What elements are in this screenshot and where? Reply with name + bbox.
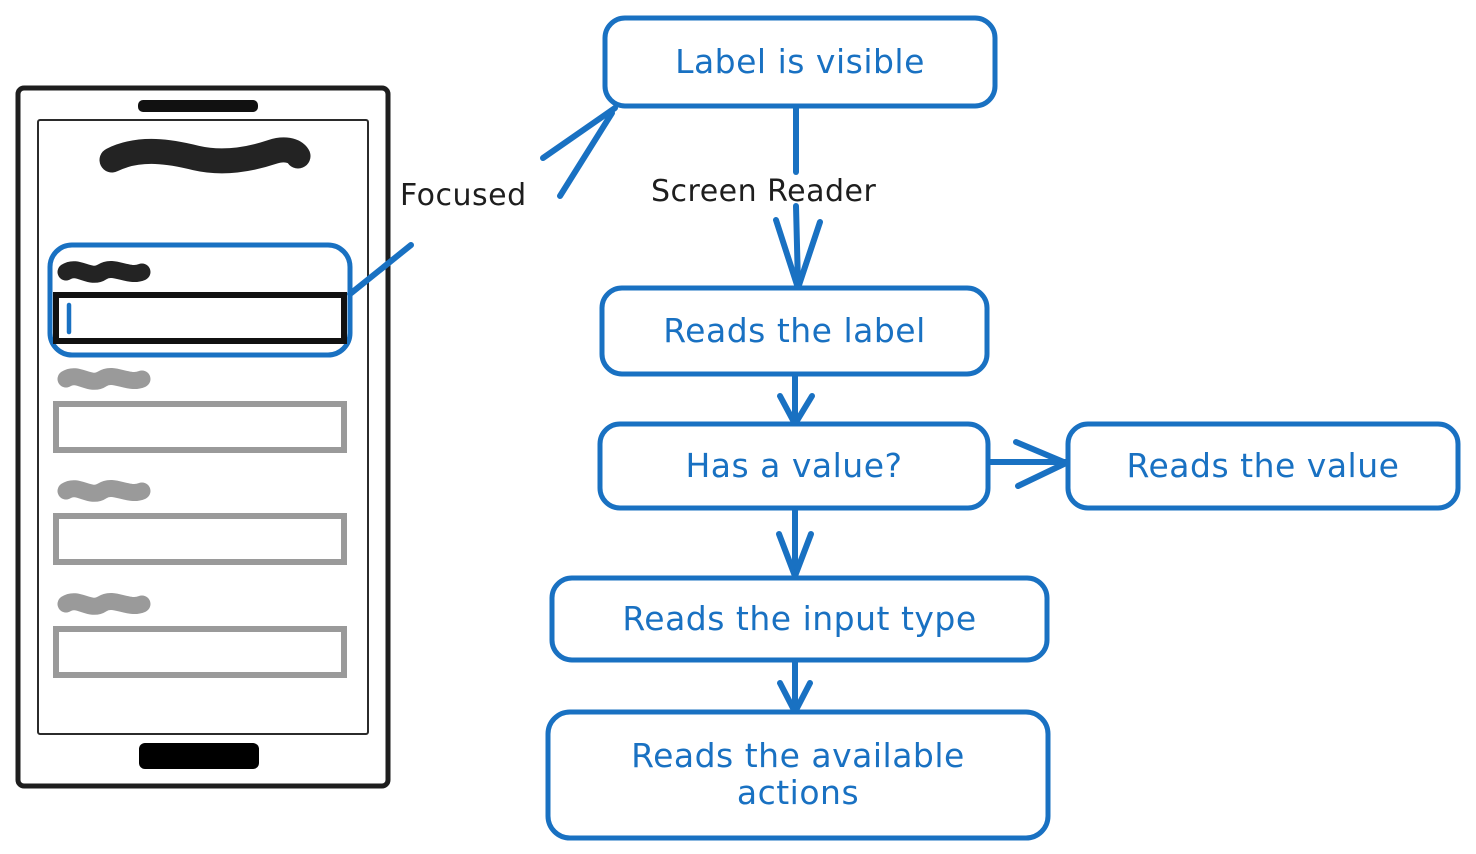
edge-label-focused: Focused — [400, 178, 527, 213]
text-input[interactable] — [53, 401, 347, 453]
node-label-visible-box[interactable] — [602, 15, 998, 109]
edge-focused — [347, 105, 618, 297]
node-reads-input-type-box[interactable] — [549, 575, 1050, 663]
edge-reads-label-to-has-value — [777, 371, 815, 427]
speaker-bar — [138, 100, 258, 112]
node-reads-label-box[interactable] — [599, 285, 990, 377]
field-label-scribble — [57, 261, 151, 283]
field-label-scribble — [57, 480, 151, 502]
text-input[interactable] — [53, 513, 347, 565]
field-label-scribble — [57, 593, 151, 615]
text-input[interactable] — [53, 292, 347, 344]
page-title-scribble — [99, 137, 311, 174]
edge-label-visible-to-reads-label — [773, 103, 823, 291]
edge-reads-input-type-to-reads-actions — [777, 657, 813, 715]
form-field-focused[interactable] — [47, 242, 353, 358]
edge-has-value-to-reads-input-type — [776, 505, 814, 579]
node-has-value-box[interactable] — [597, 421, 991, 511]
focus-ring — [47, 242, 353, 358]
form-field-4[interactable] — [53, 593, 347, 678]
edge-has-value-to-reads-value — [987, 439, 1069, 489]
edge-label-screen-reader: Screen Reader — [651, 174, 877, 209]
form-field-3[interactable] — [53, 480, 347, 565]
home-indicator[interactable] — [139, 743, 259, 769]
form-field-2[interactable] — [53, 368, 347, 453]
field-label-scribble — [57, 368, 151, 390]
text-input[interactable] — [53, 626, 347, 678]
phone-mockup — [15, 85, 391, 789]
node-reads-value-box[interactable] — [1065, 421, 1461, 511]
node-reads-actions-box[interactable] — [545, 709, 1051, 841]
